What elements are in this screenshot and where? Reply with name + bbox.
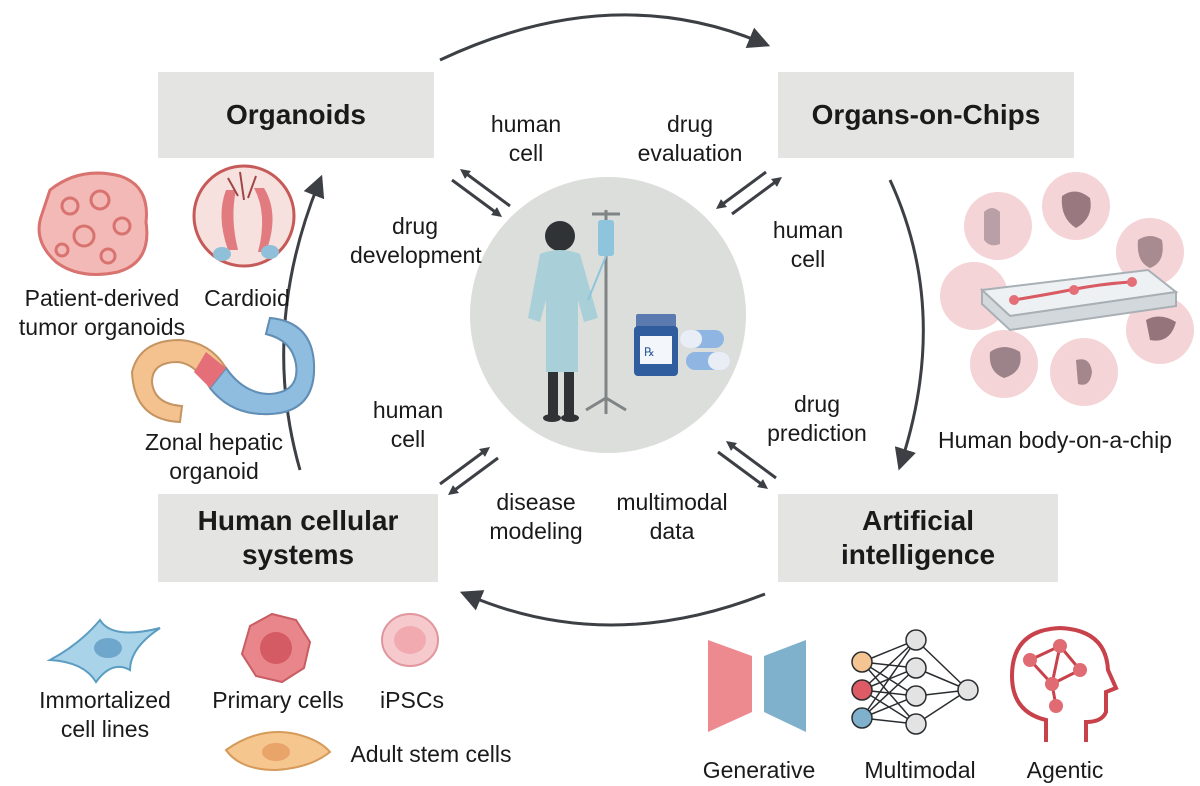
example-text: Patient-derived bbox=[24, 285, 180, 311]
hepatic-organoid-icon bbox=[130, 316, 316, 424]
organs-on-chips-label: Organs-on-Chips bbox=[811, 99, 1041, 130]
example-text: Agentic bbox=[1026, 757, 1104, 783]
edge-label-drug-evaluation: drug evaluation bbox=[620, 110, 760, 168]
example-text: Human body-on-a-chip bbox=[938, 427, 1172, 453]
primary-cell-icon bbox=[240, 612, 312, 684]
edge-label-drug-development: drug development bbox=[350, 212, 482, 270]
cardioid-icon bbox=[192, 164, 296, 268]
edge-text: data bbox=[649, 518, 695, 544]
svg-text:℞: ℞ bbox=[644, 345, 655, 359]
edge-text: human bbox=[372, 397, 444, 423]
example-text: iPSCs bbox=[380, 687, 444, 713]
example-text: Primary cells bbox=[212, 687, 344, 713]
edge-text: human bbox=[772, 217, 844, 243]
example-text: Multimodal bbox=[864, 757, 976, 783]
tumor-organoid-icon bbox=[37, 171, 149, 276]
example-text: Cardioid bbox=[204, 285, 290, 311]
example-text: Adult stem cells bbox=[350, 741, 512, 767]
edge-text: drug bbox=[793, 391, 841, 417]
edge-text: evaluation bbox=[637, 140, 743, 166]
organoids-label: Organoids bbox=[225, 99, 366, 130]
label-multimodal: Multimodal bbox=[852, 756, 988, 785]
example-text: Generative bbox=[702, 757, 816, 783]
label-agentic: Agentic bbox=[1012, 756, 1118, 785]
body-on-chip-icon bbox=[940, 172, 1194, 406]
medicine-bottle-icon: ℞ bbox=[634, 314, 678, 376]
example-text: organoid bbox=[169, 458, 259, 484]
example-text: Immortalized bbox=[39, 687, 171, 713]
organs-on-chips-node: Organs-on-Chips bbox=[778, 72, 1074, 158]
agentic-head-icon bbox=[1009, 625, 1119, 742]
edge-text: cell bbox=[790, 246, 826, 272]
edge-text: development bbox=[350, 242, 482, 268]
edge-label-human-cell-top: human cell bbox=[478, 110, 574, 168]
label-immortalized-cell-lines: Immortalized cell lines bbox=[20, 686, 190, 744]
cycle-arrow-right bbox=[888, 179, 925, 471]
organoids-node: Organoids bbox=[158, 72, 434, 158]
edge-label-drug-prediction: drug prediction bbox=[752, 390, 882, 448]
cycle-arrow-bottom bbox=[459, 590, 766, 627]
label-ipscs: iPSCs bbox=[370, 686, 454, 715]
edge-text: human bbox=[490, 111, 562, 137]
center-circle bbox=[470, 177, 746, 453]
edge-text: cell bbox=[508, 140, 544, 166]
exchange-arrows-bottom-right bbox=[717, 441, 777, 489]
label-zonal-hepatic-organoid: Zonal hepatic organoid bbox=[126, 428, 302, 486]
edge-text: drug bbox=[391, 213, 439, 239]
human-cellular-label-line2: systems bbox=[241, 539, 355, 570]
immortalized-cell-icon bbox=[46, 618, 161, 684]
exchange-arrows-bottom-left bbox=[439, 447, 499, 495]
human-cellular-label-line1: Human cellular bbox=[197, 505, 399, 536]
adult-stem-cell-icon bbox=[224, 731, 332, 772]
edge-label-human-cell-left: human cell bbox=[360, 396, 456, 454]
human-cellular-systems-node: Human cellular systems bbox=[158, 494, 438, 582]
edge-text: disease bbox=[496, 489, 576, 515]
edge-label-disease-modeling: disease modeling bbox=[476, 488, 596, 546]
edge-text: modeling bbox=[489, 518, 583, 544]
label-body-on-chip: Human body-on-a-chip bbox=[930, 426, 1180, 455]
ai-label-line1: Artificial bbox=[861, 505, 975, 536]
generative-model-icon bbox=[708, 640, 806, 732]
example-text: tumor organoids bbox=[18, 314, 186, 340]
example-text: Zonal hepatic bbox=[144, 429, 284, 455]
edge-text: drug bbox=[666, 111, 714, 137]
label-primary-cells: Primary cells bbox=[198, 686, 358, 715]
artificial-intelligence-node: Artificial intelligence bbox=[778, 494, 1058, 582]
label-cardioid: Cardioid bbox=[192, 284, 302, 313]
ipsc-icon bbox=[381, 613, 439, 667]
pill-icons bbox=[680, 330, 730, 370]
exchange-arrows-top-left bbox=[451, 169, 511, 217]
edge-text: cell bbox=[390, 426, 426, 452]
label-tumor-organoids: Patient-derived tumor organoids bbox=[0, 284, 204, 342]
edge-label-human-cell-right: human cell bbox=[760, 216, 856, 274]
exchange-arrows-top-right bbox=[715, 170, 783, 216]
label-adult-stem-cells: Adult stem cells bbox=[336, 740, 526, 769]
patient-icon bbox=[528, 221, 598, 422]
iv-stand-icon bbox=[585, 210, 627, 414]
multimodal-network-icon bbox=[851, 629, 979, 735]
edge-text: multimodal bbox=[616, 489, 728, 515]
ai-label-line2: intelligence bbox=[840, 539, 996, 570]
edge-text: prediction bbox=[767, 420, 867, 446]
label-generative: Generative bbox=[694, 756, 824, 785]
edge-label-multimodal-data: multimodal data bbox=[604, 488, 740, 546]
cycle-arrow-top bbox=[439, 13, 771, 62]
example-text: cell lines bbox=[60, 716, 150, 742]
